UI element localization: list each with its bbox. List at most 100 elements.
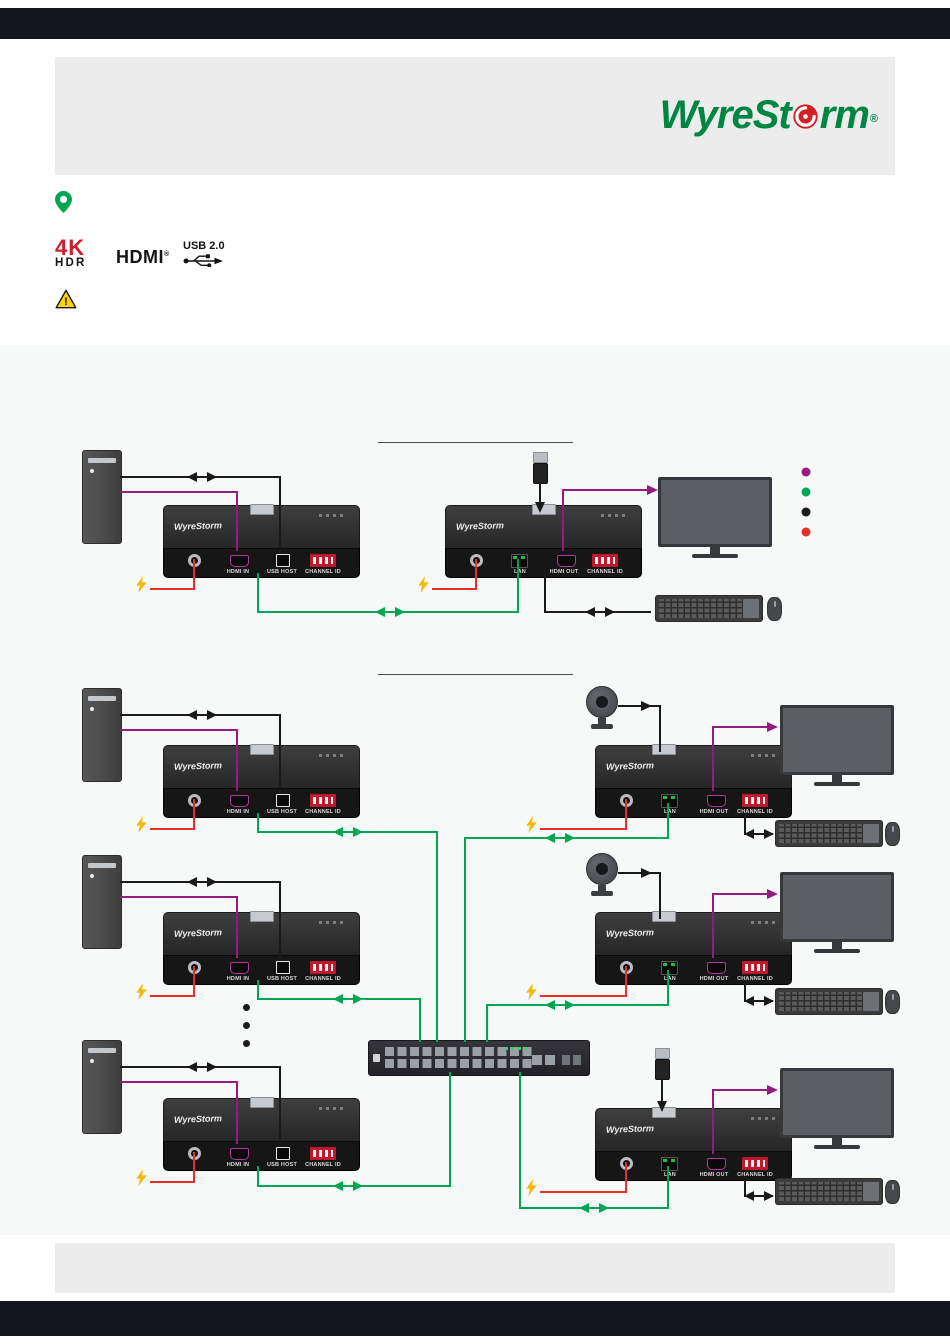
power-port <box>188 554 201 567</box>
monitor <box>658 477 772 558</box>
hdmi-in-port <box>230 1148 249 1160</box>
device-front-panel: HDMI IN USB HOST CHANNEL ID <box>163 955 360 985</box>
channel-id-label: CHANNEL ID <box>737 976 773 982</box>
power-lightning-icon <box>418 576 429 593</box>
power-port <box>188 961 201 974</box>
device-brand-text: WyreStorm <box>455 520 505 532</box>
monitor-stand <box>832 775 842 782</box>
device-brand-text: WyreStorm <box>173 520 223 532</box>
usb-dongle <box>655 1048 670 1080</box>
device-front-panel: HDMI IN USB HOST CHANNEL ID <box>163 788 360 818</box>
rear-port <box>652 1107 676 1118</box>
hdmi-out-port <box>707 962 726 974</box>
channel-id-label: CHANNEL ID <box>305 569 341 575</box>
lan-label: LAN <box>514 569 526 575</box>
keyboard <box>655 595 763 622</box>
badge-hdr-text: HDR <box>55 257 87 269</box>
monitor-base <box>814 949 860 953</box>
channel-id-dip-switch <box>310 794 336 807</box>
usb2-label: USB 2.0 <box>183 240 225 252</box>
hdmi-out-port <box>707 795 726 807</box>
ellipsis-dot <box>243 1040 250 1047</box>
usb-host-port <box>276 961 290 974</box>
power-lightning-icon <box>136 576 147 593</box>
receiver-device: WyreStorm LAN HDMI OUT CHANNEL ID <box>595 911 792 985</box>
hdmi-in-port <box>230 962 249 974</box>
warning-exclamation: ! <box>64 296 68 308</box>
monitor-stand <box>832 1138 842 1145</box>
device-brand-text: WyreStorm <box>173 760 223 772</box>
rear-port <box>250 504 274 515</box>
device-brand-text: WyreStorm <box>173 927 223 939</box>
monitor-base <box>692 554 738 558</box>
pc-tower <box>82 1040 122 1134</box>
monitor-screen <box>780 1068 894 1138</box>
usb-host-label: USB HOST <box>266 976 298 982</box>
bottom-accent-bar <box>0 1301 950 1336</box>
footer-panel <box>55 1243 895 1293</box>
rear-port <box>652 744 676 755</box>
hdmi-in-port <box>230 555 249 567</box>
channel-id-dip-switch <box>310 1147 336 1160</box>
led-indicators <box>751 921 777 924</box>
channel-id-label: CHANNEL ID <box>737 1172 773 1178</box>
device-front-panel: LAN HDMI OUT CHANNEL ID <box>595 955 792 985</box>
cable-legend <box>801 467 811 537</box>
switch-uplink-ports <box>532 1055 555 1065</box>
keyboard <box>775 820 883 847</box>
hdmi-logo-text: HDMI <box>116 247 164 267</box>
receiver-device: WyreStorm LAN HDMI OUT CHANNEL ID <box>595 1107 792 1181</box>
device-top-face: WyreStorm <box>163 744 360 788</box>
pc-tower <box>82 688 122 782</box>
usb-host-port <box>276 554 290 567</box>
device-brand-text: WyreStorm <box>605 760 655 772</box>
power-port <box>620 794 633 807</box>
legend-dot-network <box>801 487 811 497</box>
monitor-stand <box>832 942 842 949</box>
logo-registered-mark: ® <box>869 113 878 125</box>
hdmi-out-label: HDMI OUT <box>699 1172 729 1178</box>
channel-id-label: CHANNEL ID <box>305 809 341 815</box>
logo-text-left: WyreSt <box>659 93 792 137</box>
usb-dongle-cap <box>655 1048 670 1059</box>
monitor-stand <box>710 547 720 554</box>
ellipsis-dot <box>243 1022 250 1029</box>
section-2-rule <box>378 674 573 676</box>
hdmi-in-label: HDMI IN <box>226 976 250 982</box>
channel-id-dip-switch <box>742 794 768 807</box>
usb-host-port <box>276 1147 290 1160</box>
channel-id-dip-switch <box>310 961 336 974</box>
device-top-face: WyreStorm <box>445 504 642 548</box>
mouse <box>885 990 900 1014</box>
device-front-panel: LAN HDMI OUT CHANNEL ID <box>445 548 642 578</box>
hdmi-registered-mark: ® <box>164 251 170 258</box>
lan-port <box>661 961 678 975</box>
webcam-base <box>591 724 613 729</box>
channel-id-dip-switch <box>310 554 336 567</box>
power-lightning-icon <box>526 816 537 833</box>
led-indicators <box>319 1107 345 1110</box>
power-port <box>620 1157 633 1170</box>
device-front-panel: HDMI IN USB HOST CHANNEL ID <box>163 548 360 578</box>
led-indicators <box>319 921 345 924</box>
webcam <box>585 686 619 730</box>
switch-sfp-ports <box>562 1055 581 1065</box>
led-indicators <box>601 514 627 517</box>
rear-port <box>250 911 274 922</box>
power-lightning-icon <box>526 983 537 1000</box>
pc-tower <box>82 450 122 544</box>
webcam-stand <box>598 718 606 724</box>
transmitter-device: WyreStorm HDMI IN USB HOST CHANNEL ID <box>163 504 360 578</box>
hdmi-in-port <box>230 795 249 807</box>
device-front-panel: HDMI IN USB HOST CHANNEL ID <box>163 1141 360 1171</box>
power-port <box>470 554 483 567</box>
section-1-rule <box>378 442 573 444</box>
power-lightning-icon <box>526 1179 537 1196</box>
led-indicators <box>319 514 345 517</box>
device-front-panel: LAN HDMI OUT CHANNEL ID <box>595 1151 792 1181</box>
device-brand-text: WyreStorm <box>605 927 655 939</box>
power-lightning-icon <box>136 983 147 1000</box>
usb-host-port <box>276 794 290 807</box>
